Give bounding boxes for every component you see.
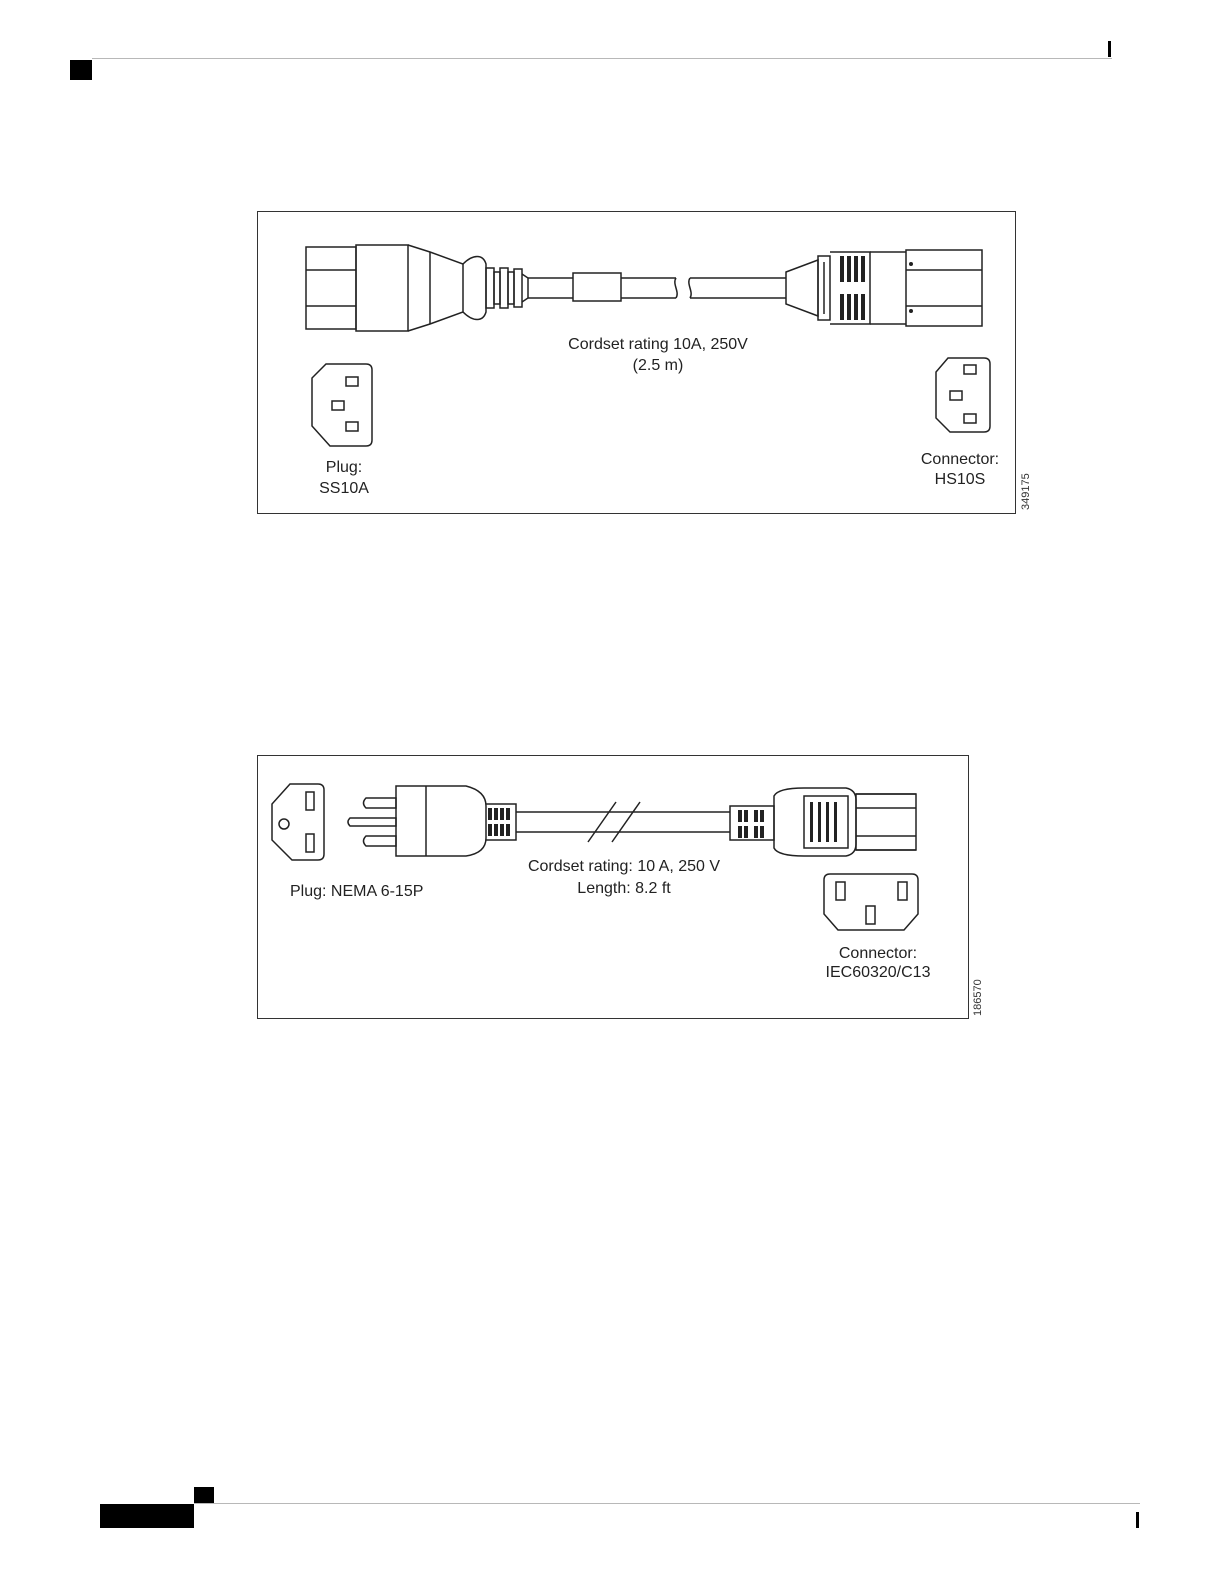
- figure-id-2: 186570: [972, 979, 984, 1016]
- plug-label: Plug: NEMA 6-15P: [290, 882, 423, 901]
- figure-power-cord-nema-6-15p: Cordset rating: 10 A, 250 V Length: 8.2 …: [257, 755, 969, 1019]
- plug-label-line-2: SS10A: [294, 479, 394, 498]
- plug-label-line-1: Plug:: [294, 458, 394, 477]
- header-rule: [92, 58, 1112, 59]
- figure-id-1: 349175: [1020, 473, 1032, 510]
- connector-label-line-1: Connector:: [908, 450, 1012, 469]
- connector-label-line-2: HS10S: [908, 470, 1012, 489]
- footer-tab: [100, 1504, 194, 1528]
- rating-line-2: Length: 8.2 ft: [504, 879, 744, 898]
- footer-marker-right: [1136, 1512, 1139, 1528]
- header-marker-right: [1108, 41, 1111, 57]
- footer-marker-small: [194, 1487, 214, 1503]
- rating-line-1: Cordset rating: 10 A, 250 V: [504, 857, 744, 876]
- figure-power-cord-ss10a: Cordset rating 10A, 250V (2.5 m) Plug: S…: [257, 211, 1016, 514]
- connector-label-line-1: Connector:: [798, 944, 958, 963]
- footer-rule: [194, 1503, 1140, 1504]
- rating-line-1: Cordset rating 10A, 250V: [548, 335, 768, 354]
- connector-label-line-2: IEC60320/C13: [798, 963, 958, 982]
- header-marker-left: [70, 60, 92, 80]
- rating-line-2: (2.5 m): [548, 356, 768, 375]
